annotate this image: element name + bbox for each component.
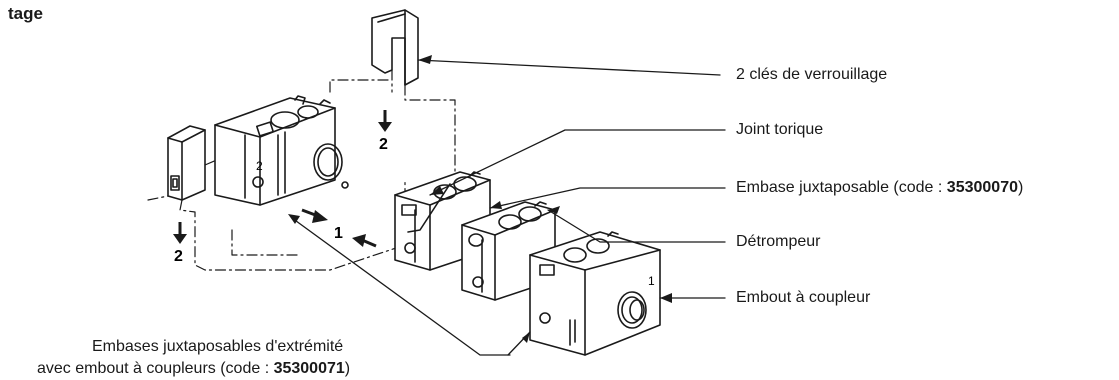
label-juxtaposable-base-suffix: ) — [1017, 179, 1024, 196]
step-2-top-marker: 2 — [379, 136, 388, 153]
label-end-bases-text: avec embout à coupleurs (code : — [37, 360, 274, 377]
port-1-marker: 1 — [648, 274, 655, 288]
label-coupler-end: Embout à coupleur — [736, 289, 871, 306]
step-1-marker: 1 — [334, 225, 343, 242]
label-locking-keys: 2 clés de verrouillage — [736, 66, 888, 83]
label-juxtaposable-base-text: Embase juxtaposable (code : — [736, 179, 947, 196]
guide-lines — [147, 69, 456, 271]
pointer-lines — [291, 59, 726, 356]
page-title: tage — [8, 4, 43, 23]
label-juxtaposable-base: Embase juxtaposable (code : 35300070) — [736, 179, 1023, 197]
step-2-left-marker: 2 — [174, 248, 183, 265]
end-base-left — [214, 95, 349, 206]
label-end-bases-line2: avec embout à coupleurs (code : 35300071… — [37, 360, 350, 378]
label-end-bases-code: 35300071 — [273, 360, 345, 377]
locking-key-left — [167, 125, 206, 201]
port-2-marker: 2 — [256, 159, 263, 173]
arrow-heads — [288, 55, 672, 343]
locking-key-top — [371, 9, 419, 86]
label-end-bases-suffix: ) — [344, 360, 351, 377]
label-end-bases-line1: Embases juxtaposables d'extrémité — [92, 338, 344, 355]
label-o-ring: Joint torique — [736, 121, 824, 138]
label-polarizer: Détrompeur — [736, 233, 821, 250]
end-base-right — [529, 231, 661, 356]
label-juxtaposable-base-code: 35300070 — [946, 179, 1018, 196]
step-arrows — [173, 110, 392, 248]
